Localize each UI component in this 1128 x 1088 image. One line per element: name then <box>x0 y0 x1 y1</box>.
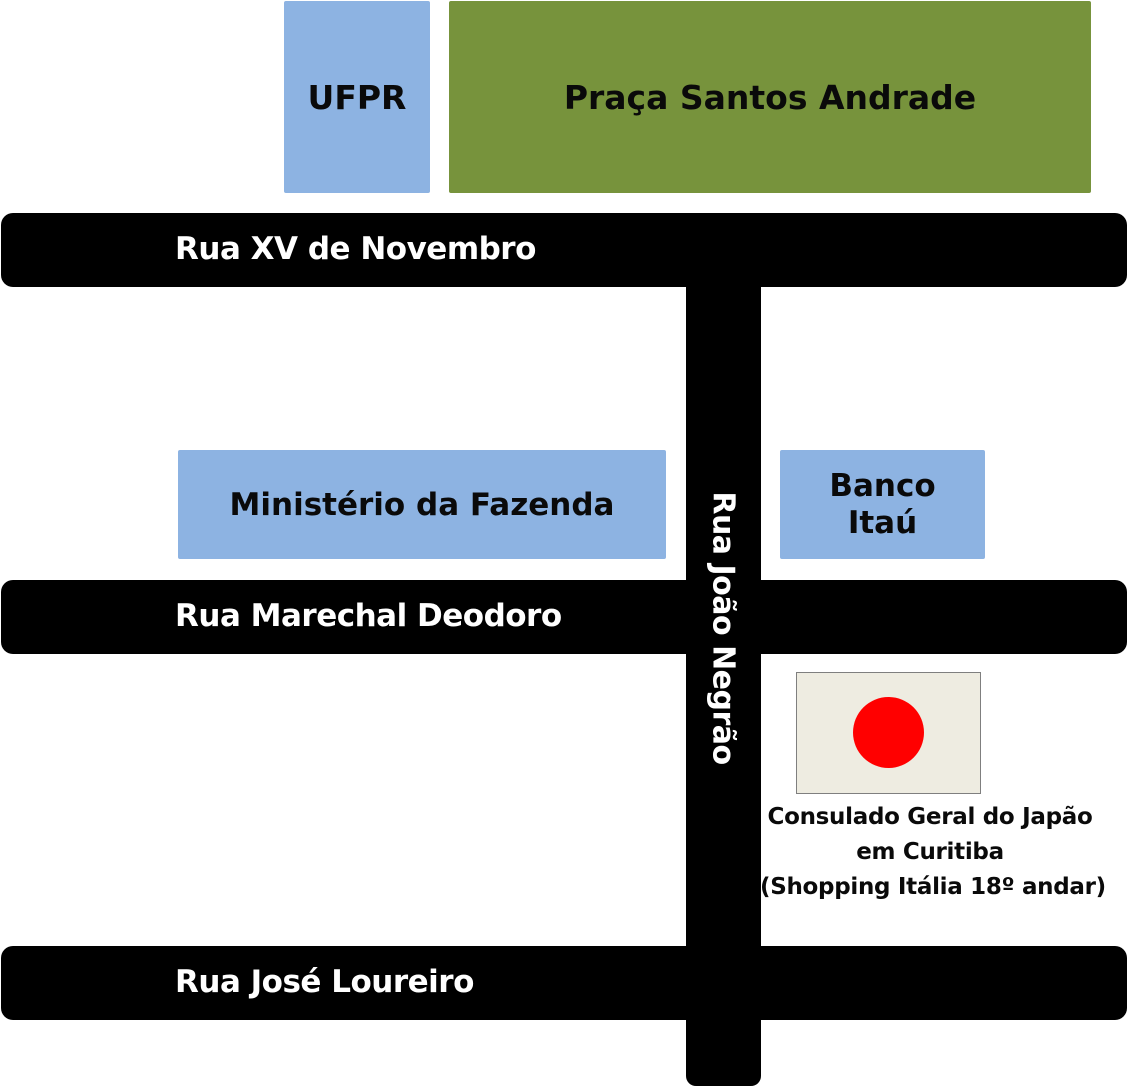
consulate-line1: Consulado Geral do Japão <box>767 804 1093 830</box>
street-label-xv: Rua XV de Novembro <box>175 231 536 267</box>
banco-label-line1: Banco <box>829 467 936 504</box>
consulate-line2: em Curitiba <box>856 839 1004 865</box>
banco-label-line2: Itaú <box>847 504 918 541</box>
ministerio-da-fazenda-block: Ministério da Fazenda <box>178 450 666 559</box>
consulate-label: Consulado Geral do Japão em Curitiba (Sh… <box>760 800 1106 905</box>
ufpr-label: UFPR <box>307 77 407 117</box>
flag-red-disc <box>853 697 924 768</box>
praca-label: Praça Santos Andrade <box>563 77 977 117</box>
street-label-marechal: Rua Marechal Deodoro <box>175 598 562 634</box>
street-label-joao-negrao: Rua João Negrão <box>705 491 741 765</box>
consulate-line3: (Shopping Itália 18º andar) <box>760 874 1106 900</box>
street-rua-xv-de-novembro <box>1 213 1127 287</box>
praca-santos-andrade-block: Praça Santos Andrade <box>449 1 1091 193</box>
street-rua-jose-loureiro <box>1 946 1127 1020</box>
street-label-jose: Rua José Loureiro <box>175 964 474 1000</box>
ufpr-block: UFPR <box>284 1 430 193</box>
japan-flag-icon <box>796 672 981 794</box>
ministerio-label: Ministério da Fazenda <box>229 486 615 523</box>
street-rua-marechal-deodoro <box>1 580 1127 654</box>
banco-itau-block: Banco Itaú <box>780 450 985 559</box>
